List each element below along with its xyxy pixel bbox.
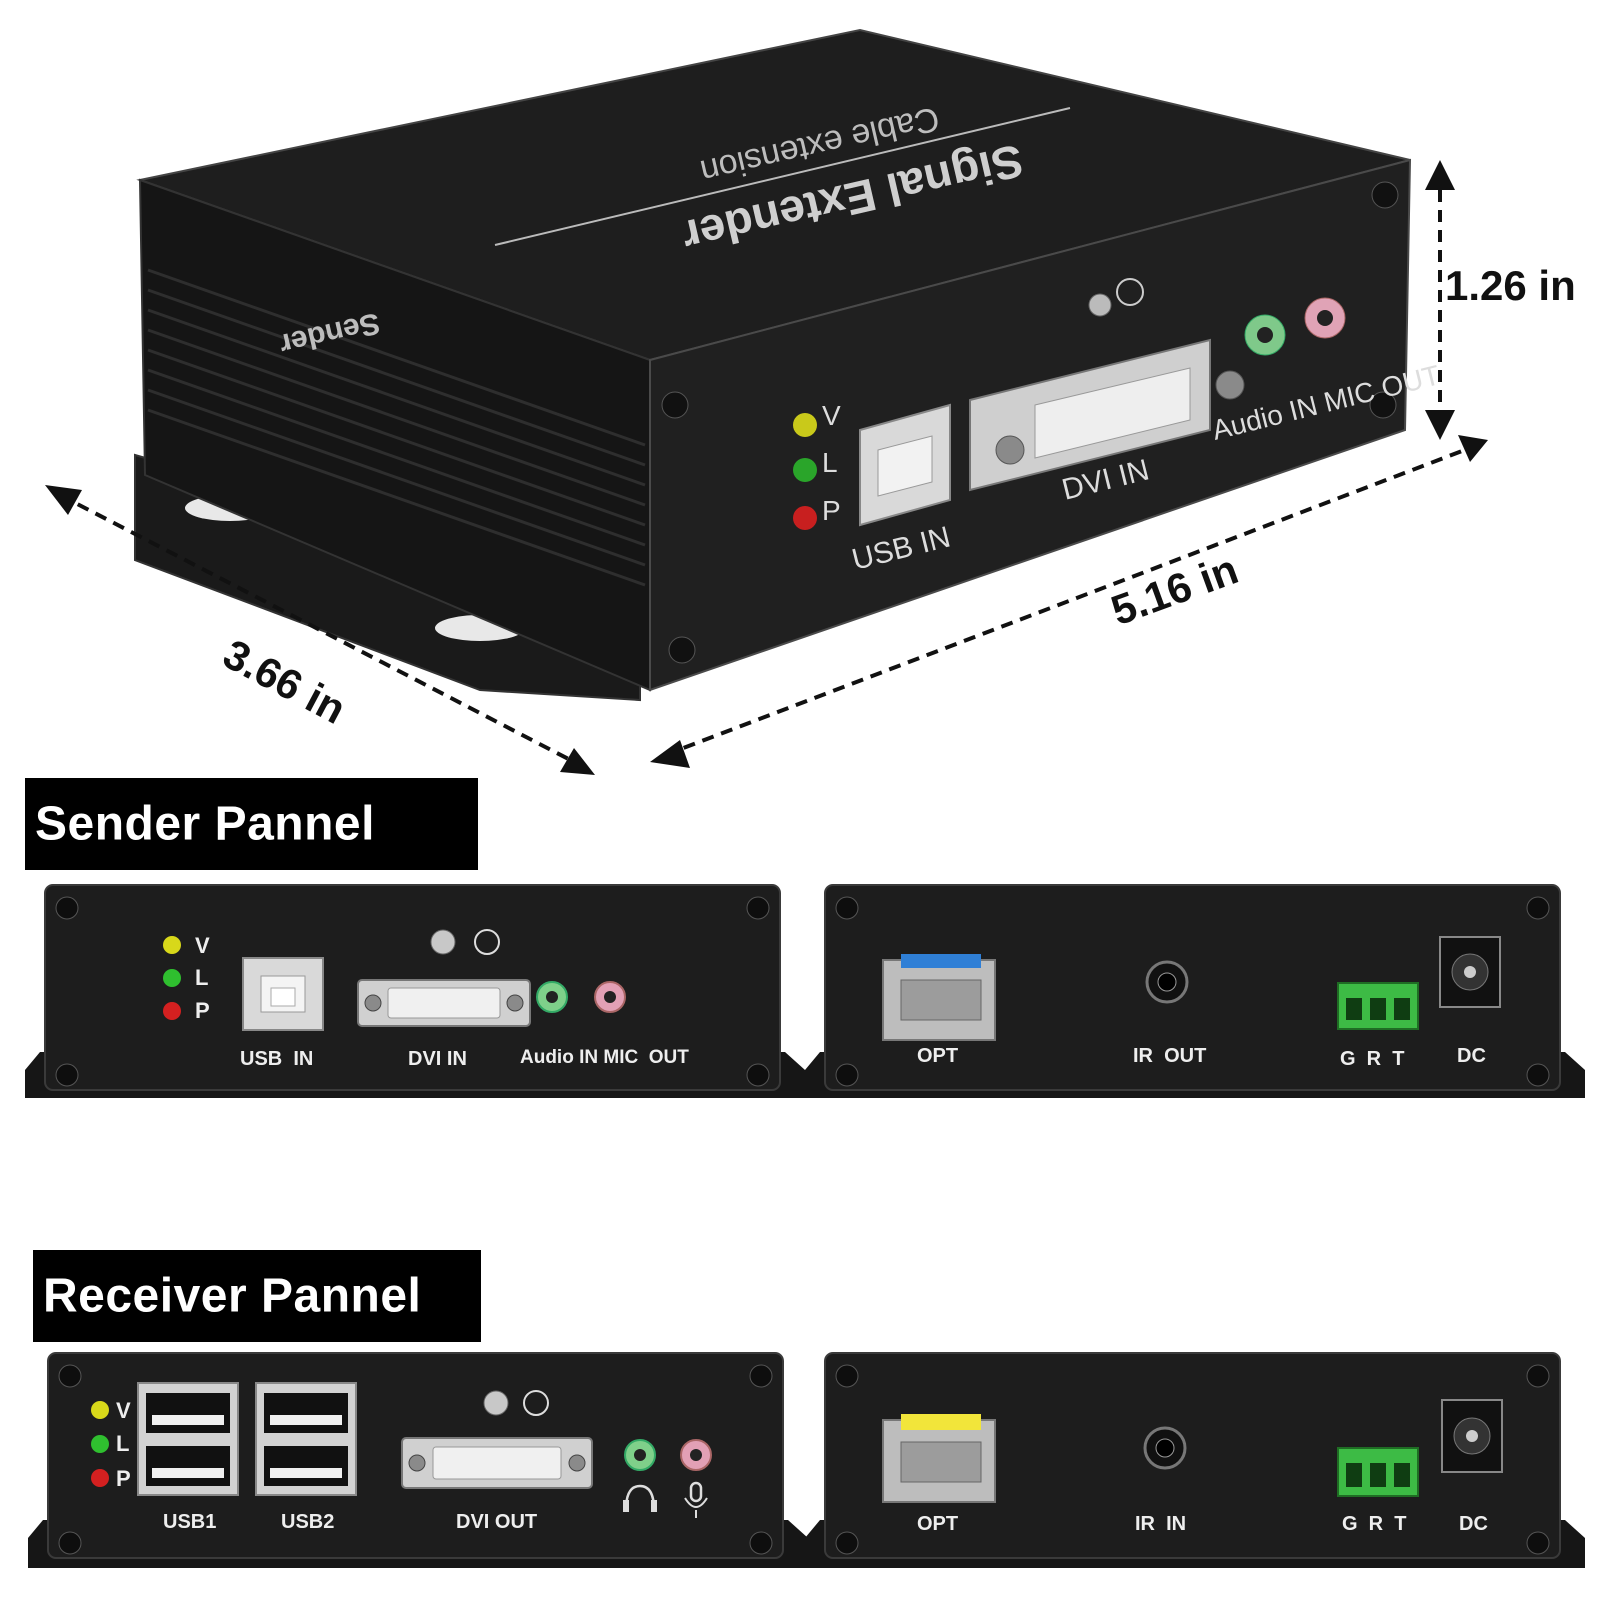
screw-icon xyxy=(835,1063,859,1087)
screw-icon xyxy=(746,896,770,920)
screw-icon xyxy=(55,1063,79,1087)
led-p-icon xyxy=(793,506,817,530)
screw-icon xyxy=(58,1531,82,1555)
screw-icon xyxy=(1526,1364,1550,1388)
device-3d-illustration: Signal Extender Cable extension Sender V… xyxy=(45,28,1488,775)
grt-label: G R T xyxy=(1342,1513,1406,1535)
arrow-head-icon xyxy=(1425,160,1455,190)
led-v-icon xyxy=(793,413,817,437)
receiver-heading: Receiver Pannel xyxy=(33,1250,481,1342)
dvi-out-label: DVI OUT xyxy=(456,1511,537,1533)
screw-icon xyxy=(55,896,79,920)
ground-symbol-icon xyxy=(523,1390,549,1416)
ground-screw-icon xyxy=(1088,293,1112,317)
receiver-back-panel: OPT IR IN G R T DC xyxy=(805,1352,1585,1568)
led-label: L xyxy=(822,447,838,478)
top-divider xyxy=(494,107,1071,246)
usb-in-label: USB IN xyxy=(240,1048,313,1070)
arrow-head-icon xyxy=(1458,435,1488,462)
led-p-icon xyxy=(163,1002,181,1020)
heatsink-fins xyxy=(147,268,646,587)
sender-heading: Sender Pannel xyxy=(25,778,478,870)
led-label: V xyxy=(195,933,210,958)
screw-icon xyxy=(749,1531,773,1555)
screw-icon xyxy=(1526,896,1550,920)
receiver-heading-text: Receiver Pannel xyxy=(43,1269,422,1323)
usb1-label: USB1 xyxy=(163,1511,216,1533)
screw-icon xyxy=(661,391,689,419)
arrow-head-icon xyxy=(45,485,82,515)
receiver-front-panel: V L P USB1 USB2 DVI OUT xyxy=(28,1352,808,1568)
led-label: P xyxy=(116,1466,131,1491)
sfp-latch xyxy=(901,954,981,968)
screw-icon xyxy=(1371,181,1399,209)
usb2-label: USB2 xyxy=(281,1511,334,1533)
led-p-icon xyxy=(91,1469,109,1487)
arrow-head-icon xyxy=(1425,410,1455,440)
screw-icon xyxy=(1526,1531,1550,1555)
led-label: L xyxy=(116,1431,129,1456)
height-dimension: 1.26 in xyxy=(1445,262,1576,309)
led-v-icon xyxy=(163,936,181,954)
led-label: V xyxy=(116,1398,131,1423)
sender-back-panel: OPT IR OUT G R T DC xyxy=(805,884,1585,1098)
led-label: P xyxy=(195,998,210,1023)
dc-label: DC xyxy=(1459,1513,1488,1535)
ground-screw-icon xyxy=(430,929,456,955)
led-l-icon xyxy=(91,1435,109,1453)
sender-heading-text: Sender Pannel xyxy=(35,797,375,851)
screw-icon xyxy=(835,1531,859,1555)
dimension-arrows xyxy=(59,190,1471,767)
sender-front-panel: V L P USB IN DVI IN Audio IN MIC OUT xyxy=(25,884,805,1098)
dc-label: DC xyxy=(1457,1045,1486,1067)
dvi-in-label: DVI IN xyxy=(408,1048,467,1070)
led-label: P xyxy=(822,495,841,526)
screw-icon xyxy=(668,636,696,664)
screw-icon xyxy=(835,896,859,920)
arrow-head-icon xyxy=(650,740,690,768)
led-label: L xyxy=(195,965,208,990)
screw-icon xyxy=(746,1063,770,1087)
screw-icon xyxy=(58,1364,82,1388)
audio-label: Audio IN MIC OUT xyxy=(520,1047,689,1068)
ground-symbol-icon xyxy=(474,929,500,955)
sfp-latch xyxy=(901,1414,981,1430)
led-v-icon xyxy=(91,1401,109,1419)
opt-label: OPT xyxy=(917,1045,958,1067)
ground-symbol-icon xyxy=(1116,278,1144,306)
opt-label: OPT xyxy=(917,1513,958,1535)
ir-out-label: IR OUT xyxy=(1133,1045,1206,1067)
grt-label: G R T xyxy=(1340,1048,1404,1070)
screw-icon xyxy=(835,1364,859,1388)
microphone-icon xyxy=(689,1481,703,1503)
arrow-head-icon xyxy=(560,748,595,775)
screw-icon xyxy=(1369,391,1397,419)
led-label: V xyxy=(822,400,841,431)
ground-screw-icon xyxy=(483,1390,509,1416)
headphone-icon xyxy=(624,1484,656,1511)
ir-in-label: IR IN xyxy=(1135,1513,1186,1535)
led-l-icon xyxy=(793,458,817,482)
led-l-icon xyxy=(163,969,181,987)
screw-icon xyxy=(1526,1063,1550,1087)
screw-icon xyxy=(749,1364,773,1388)
